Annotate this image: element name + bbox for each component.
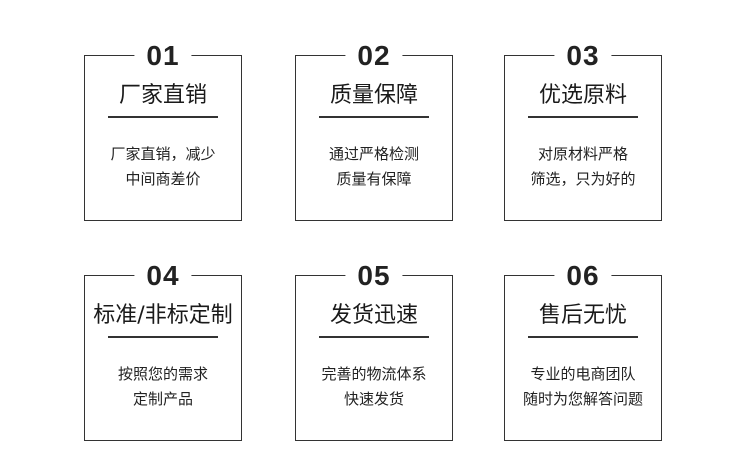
description-line: 通过严格检测 (328, 145, 419, 163)
card-number: 05 (345, 260, 403, 292)
description-line: 按照您的需求 (117, 365, 208, 383)
card-description: 厂家直销，减少 中间商差价 (85, 142, 241, 192)
card-title: 优选原料 (538, 83, 627, 108)
feature-card-05: 05 发货迅速 完善的物流体系 快速发货 (295, 260, 453, 441)
card-description: 通过严格检测 质量有保障 (296, 142, 452, 192)
description-line: 随时为您解答问题 (522, 390, 643, 408)
card-description: 完善的物流体系 快速发货 (296, 362, 452, 412)
title-underline (108, 116, 218, 118)
card-title: 售后无忧 (538, 303, 627, 328)
feature-card-06: 06 售后无忧 专业的电商团队 随时为您解答问题 (504, 260, 662, 441)
card-description: 按照您的需求 定制产品 (85, 362, 241, 412)
description-line: 对原材料严格 (537, 145, 628, 163)
title-underline (528, 116, 638, 118)
description-line: 中间商差价 (125, 170, 201, 188)
card-number: 04 (134, 260, 192, 292)
feature-card-01: 01 厂家直销 厂家直销，减少 中间商差价 (84, 40, 242, 221)
title-underline (319, 116, 429, 118)
feature-card-02: 02 质量保障 通过严格检测 质量有保障 (295, 40, 453, 221)
card-title: 标准/非标定制 (93, 303, 233, 328)
card-number: 02 (345, 40, 403, 72)
card-number: 06 (554, 260, 612, 292)
title-underline (319, 336, 429, 338)
description-line: 快速发货 (343, 390, 404, 408)
feature-card-03: 03 优选原料 对原材料严格 筛选，只为好的 (504, 40, 662, 221)
card-description: 对原材料严格 筛选，只为好的 (505, 142, 661, 192)
description-line: 质量有保障 (336, 170, 412, 188)
description-line: 完善的物流体系 (321, 365, 427, 383)
card-title: 质量保障 (329, 83, 418, 108)
feature-card-04: 04 标准/非标定制 按照您的需求 定制产品 (84, 260, 242, 441)
card-title: 厂家直销 (118, 83, 207, 108)
title-underline (528, 336, 638, 338)
title-underline (108, 336, 218, 338)
card-title: 发货迅速 (329, 303, 418, 328)
card-number: 03 (554, 40, 612, 72)
description-line: 专业的电商团队 (530, 365, 636, 383)
card-number: 01 (134, 40, 192, 72)
description-line: 筛选，只为好的 (530, 170, 636, 188)
description-line: 定制产品 (132, 390, 193, 408)
card-description: 专业的电商团队 随时为您解答问题 (505, 362, 661, 412)
description-line: 厂家直销，减少 (110, 145, 216, 163)
